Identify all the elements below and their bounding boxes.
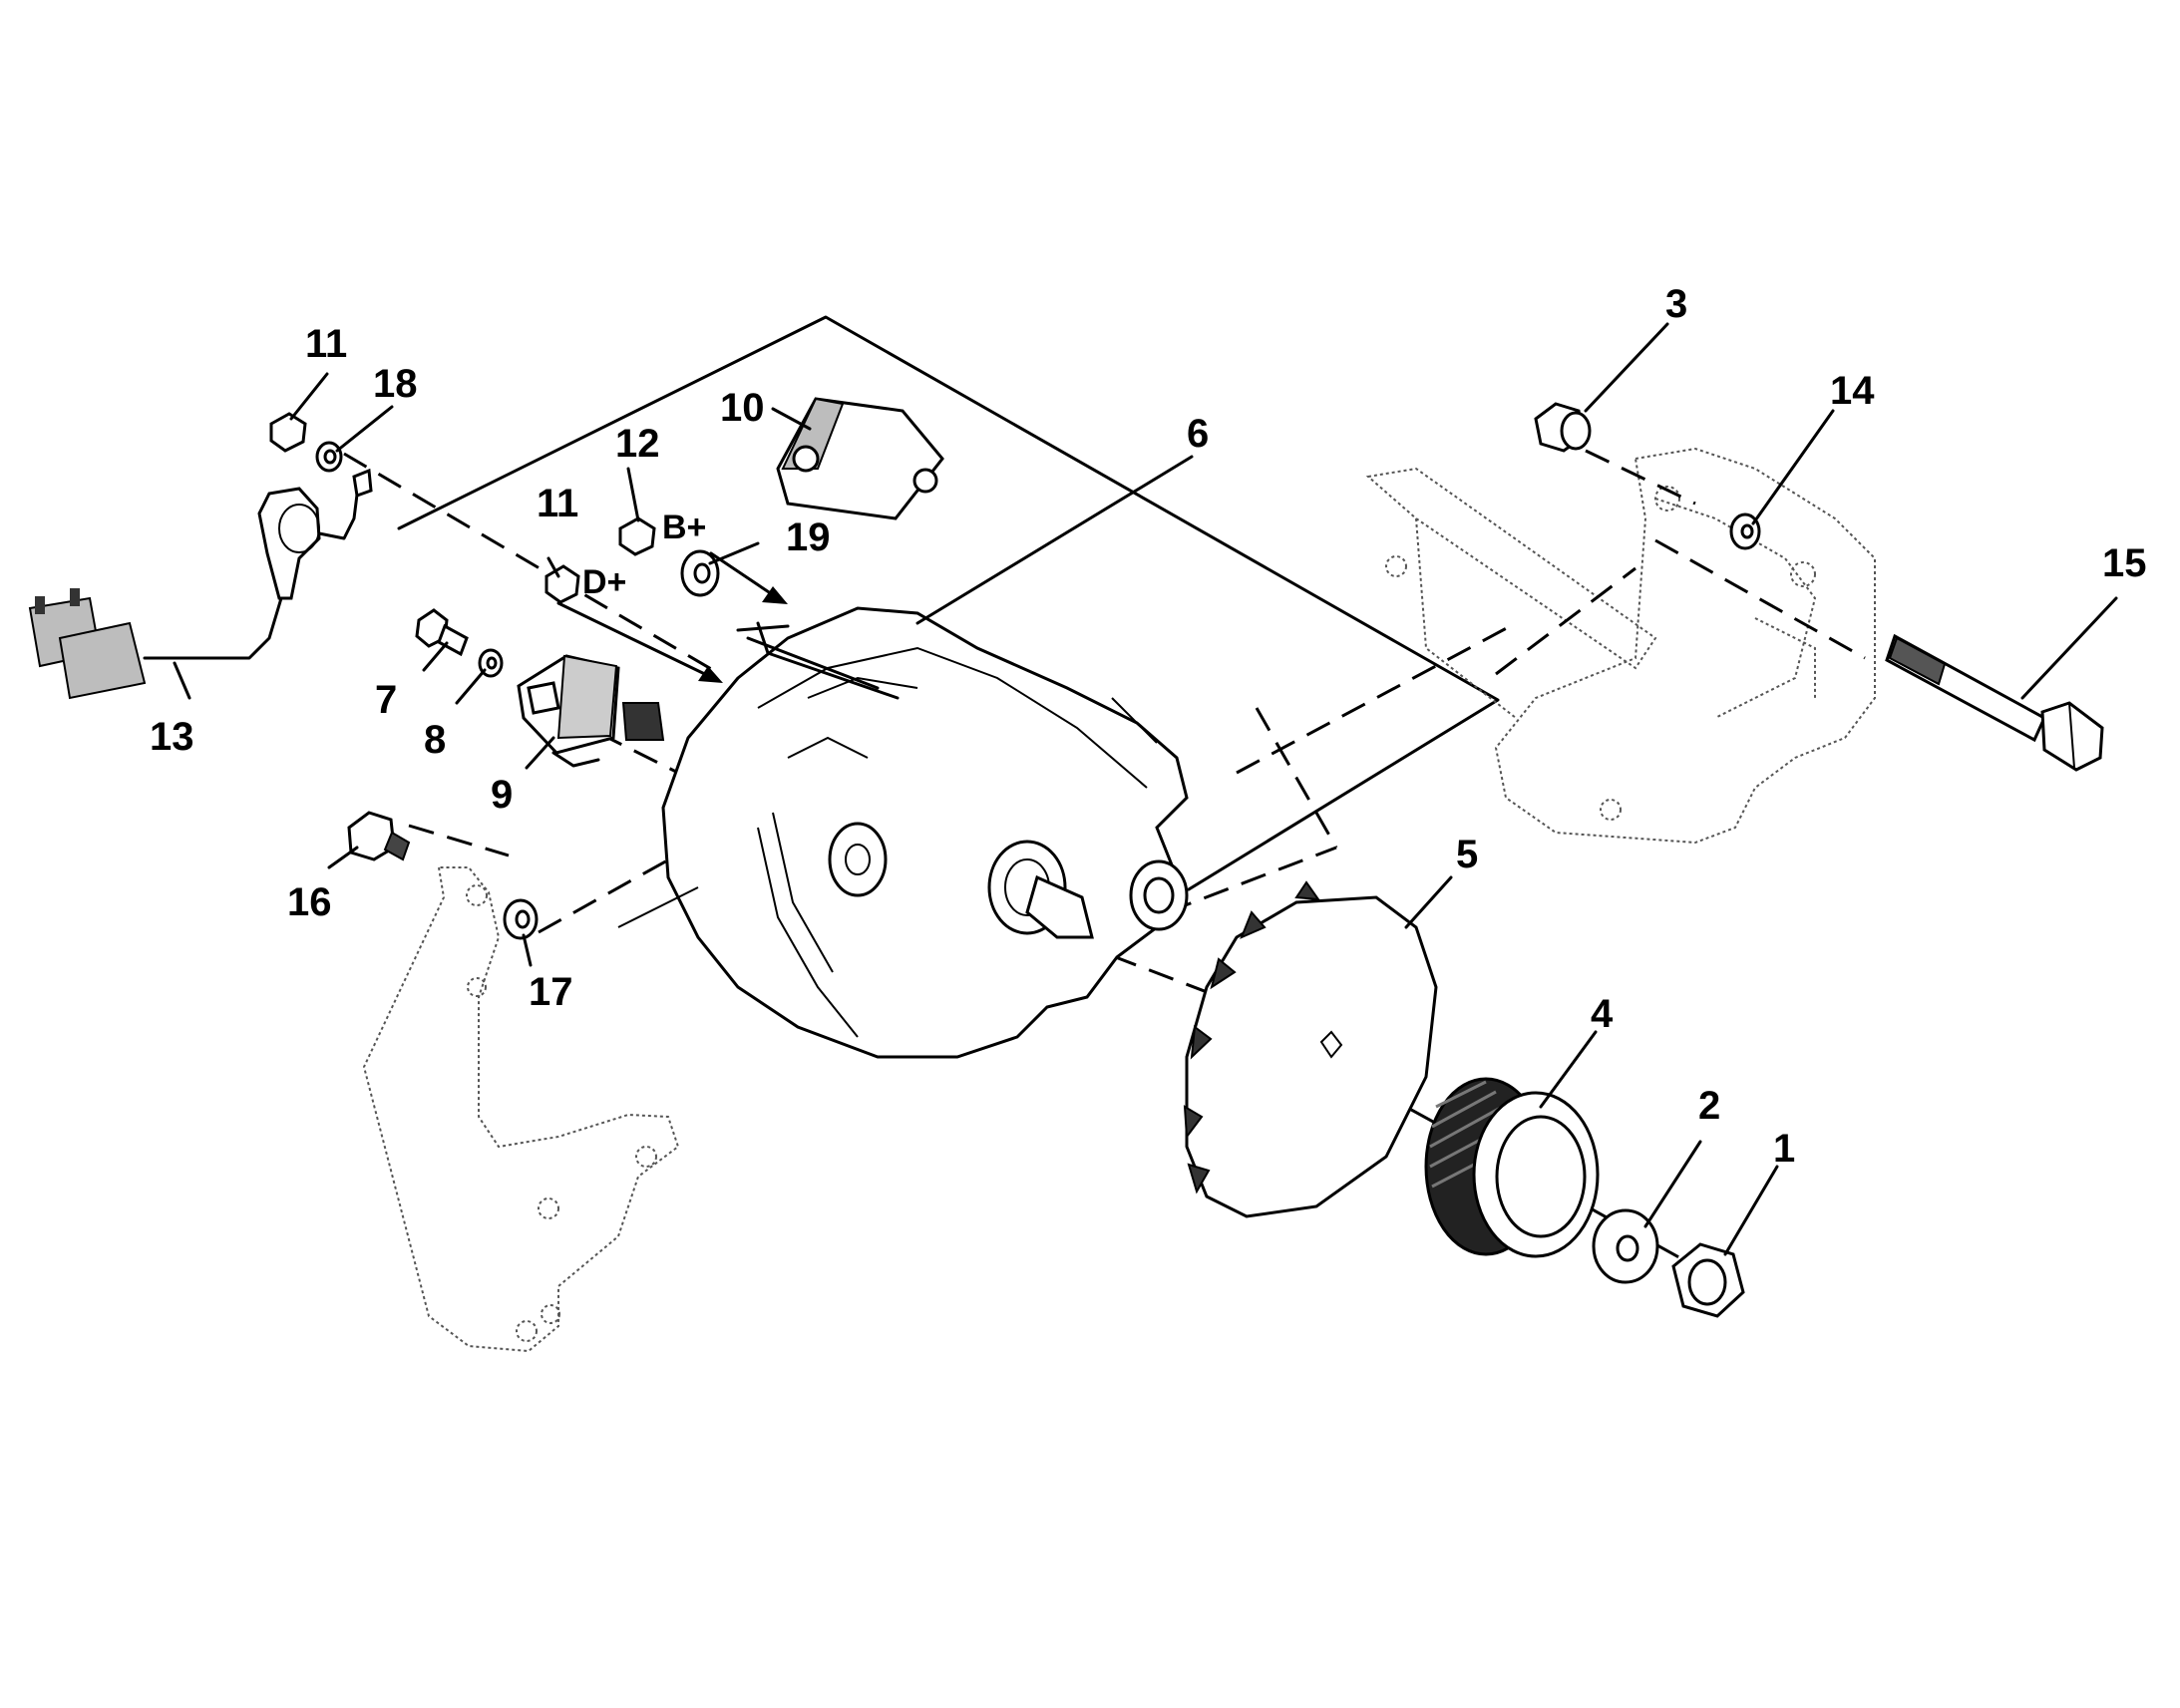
terminal-d-plus-label: D+: [582, 563, 626, 601]
screw-part-7: [415, 608, 469, 657]
washer-part-2: [1592, 1208, 1659, 1284]
assembly-frame-outline: [397, 315, 1500, 891]
nut-part-11-d-plus: [545, 564, 580, 604]
callout-11-top: 11: [305, 322, 347, 366]
terminal-b-plus-label: B+: [662, 509, 706, 546]
callout-17: 17: [529, 970, 573, 1014]
callout-1: 1: [1773, 1127, 1795, 1171]
cover-part-10: [776, 397, 944, 520]
alternator-part-6: [617, 606, 1189, 1059]
callout-5: 5: [1456, 833, 1478, 876]
mounting-bracket-left: [362, 866, 680, 1353]
arrow-lines: [556, 551, 788, 683]
callout-14: 14: [1830, 369, 1875, 413]
callout-15: 15: [2102, 541, 2147, 585]
callout-4: 4: [1591, 992, 1614, 1036]
bolt-part-16: [347, 811, 411, 861]
callout-10: 10: [720, 386, 765, 430]
nut-part-11-top: [269, 412, 307, 453]
callout-18: 18: [373, 362, 418, 406]
washer-part-17: [503, 898, 539, 940]
callout-8: 8: [424, 718, 446, 762]
nut-part-12: [618, 516, 656, 556]
washer-part-18: [315, 441, 343, 473]
bolt-part-15: [1885, 633, 2104, 772]
callout-11-d-plus: 11: [537, 482, 578, 525]
washer-part-19: [680, 549, 720, 597]
callout-7: 7: [375, 678, 397, 722]
leader-lines: [173, 322, 2118, 1256]
callout-6: 6: [1187, 412, 1209, 456]
pulley-part-4: [1424, 1077, 1600, 1258]
callout-9: 9: [491, 773, 513, 817]
callout-13: 13: [150, 715, 194, 759]
fan-part-5: [1183, 880, 1438, 1218]
callout-12: 12: [615, 422, 660, 466]
callout-19: 19: [786, 515, 831, 559]
callout-2: 2: [1698, 1084, 1720, 1128]
nut-part-1: [1671, 1242, 1745, 1318]
harness-part-13: [28, 468, 373, 700]
mounting-bracket-right: [1365, 447, 1876, 845]
regulator-part-9: [517, 654, 665, 768]
terminal-labels: B+ D+: [582, 509, 706, 601]
flange-nut-part-3: [1534, 402, 1592, 453]
callout-labels: 1 2 3 4 5 6 7 8 9 10 11 11 12 13 14 15 1…: [150, 282, 2147, 1171]
callout-16: 16: [287, 880, 332, 924]
callout-3: 3: [1665, 282, 1687, 326]
